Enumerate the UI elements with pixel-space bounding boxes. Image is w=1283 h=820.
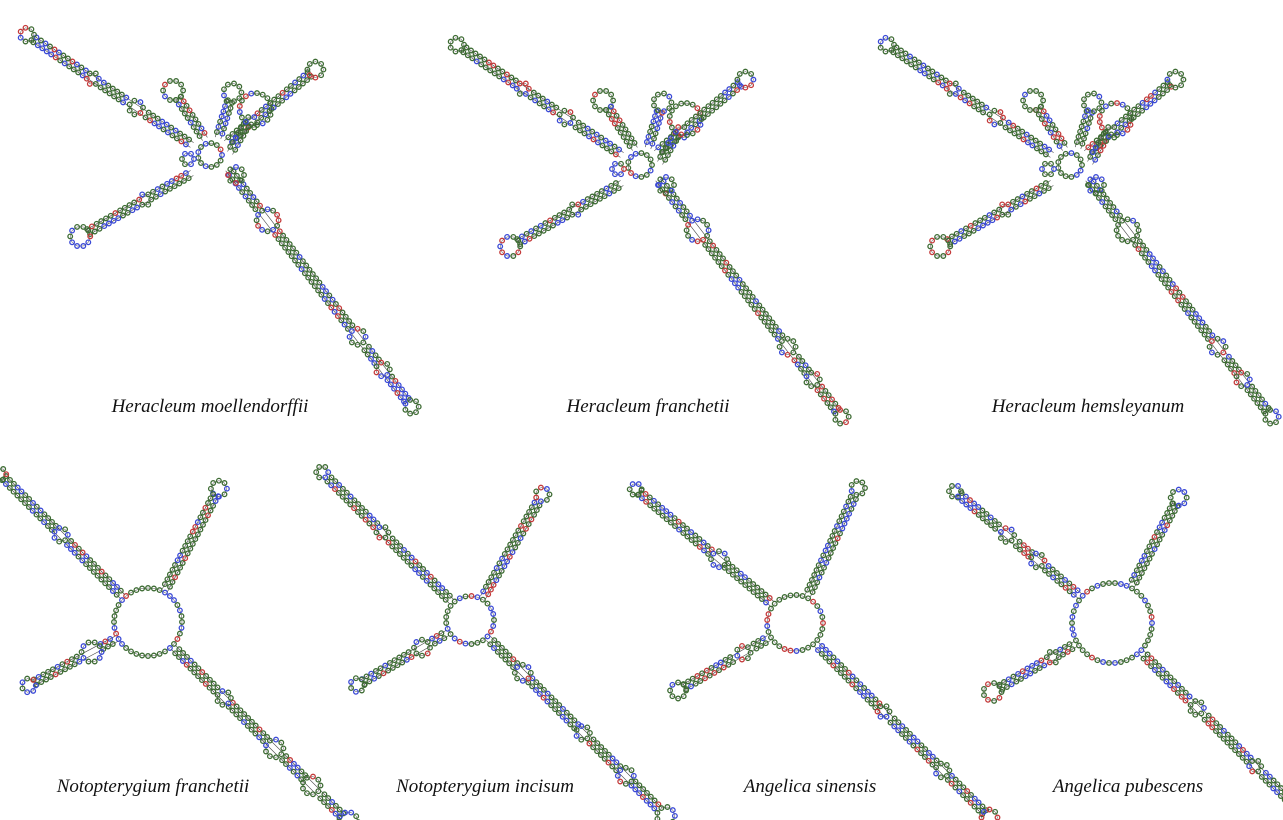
backbone-line	[822, 623, 823, 629]
backbone-line	[856, 481, 862, 482]
backbone-line	[182, 622, 183, 628]
backbone-line	[228, 84, 234, 85]
backbone-line	[1270, 422, 1276, 423]
backbone-line	[410, 400, 416, 401]
backbone-line	[1036, 554, 1042, 555]
backbone-line	[1103, 583, 1109, 584]
backbone-line	[1086, 181, 1266, 414]
label-heracleum-moellendorffii: Heracleum moellendorffii	[111, 396, 309, 417]
backbone-line	[142, 588, 148, 589]
backbone-line	[456, 38, 462, 39]
backbone-line	[59, 528, 65, 529]
backbone-line	[307, 793, 313, 794]
backbone-line	[822, 617, 823, 623]
nucleotide	[1207, 345, 1212, 350]
backbone-line	[27, 679, 33, 680]
structure-notopterygium-franchetii	[0, 467, 360, 820]
nucleotide	[321, 67, 326, 72]
backbone-line	[1088, 94, 1094, 95]
nucleotide	[838, 421, 843, 426]
backbone-line	[1270, 410, 1276, 411]
backbone-line	[230, 167, 410, 400]
backbone-line	[134, 101, 140, 102]
backbone-line	[356, 678, 362, 679]
structure-heracleum-moellendorffii	[18, 26, 421, 416]
nucleotide	[363, 335, 368, 340]
backbone-line	[226, 171, 406, 404]
backbone-line	[840, 422, 846, 423]
backbone-line	[541, 488, 547, 489]
backbone-line	[564, 111, 570, 112]
backbone-line	[222, 691, 228, 692]
backbone-line	[767, 614, 768, 620]
backbone-line	[988, 700, 994, 701]
backbone-line	[988, 683, 994, 684]
structure-angelica-sinensis	[627, 479, 999, 820]
backbone-line	[660, 177, 840, 410]
backbone-line	[886, 38, 892, 39]
backbone-line	[142, 656, 148, 657]
label-angelica-sinensis: Angelica sinensis	[742, 776, 876, 797]
backbone-line	[1103, 662, 1109, 663]
backbone-line	[856, 493, 862, 494]
backbone-line	[1115, 662, 1121, 663]
backbone-line	[641, 490, 774, 601]
backbone-line	[742, 658, 748, 659]
backbone-line	[472, 596, 478, 597]
backbone-line	[785, 595, 791, 597]
backbone-line	[1115, 583, 1121, 584]
backbone-line	[1006, 528, 1012, 529]
backbone-line	[941, 764, 947, 765]
backbone-line	[26, 28, 32, 29]
backbone-line	[148, 588, 154, 589]
backbone-line	[270, 740, 276, 741]
backbone-line	[148, 656, 154, 657]
nucleotide	[1114, 228, 1119, 233]
backbone-line	[541, 500, 547, 501]
backbone-line	[840, 410, 846, 411]
nucleotide	[743, 69, 748, 74]
backbone-line	[797, 650, 803, 651]
nucleotide	[276, 218, 281, 223]
backbone-line	[182, 616, 183, 622]
backbone-line	[270, 756, 276, 757]
backbone-line	[27, 691, 33, 692]
structure-angelica-pubescens	[947, 484, 1283, 820]
backbone-line	[581, 726, 587, 727]
backbone-line	[785, 649, 791, 651]
backbone-line	[658, 94, 664, 95]
backbone-line	[797, 595, 803, 596]
backbone-line	[114, 616, 115, 622]
label-heracleum-franchetii: Heracleum franchetii	[565, 396, 729, 417]
backbone-line	[742, 646, 748, 647]
backbone-line	[656, 181, 836, 414]
backbone-line	[1090, 177, 1270, 410]
label-angelica-pubescens: Angelica pubescens	[1051, 776, 1203, 797]
backbone-line	[356, 691, 362, 692]
nucleotide	[79, 650, 84, 655]
backbone-line	[994, 111, 1000, 112]
label-notopterygium-incisum: Notopterygium incisum	[395, 776, 574, 797]
backbone-line	[493, 614, 494, 620]
label-heracleum-hemsleyanum: Heracleum hemsleyanum	[991, 396, 1185, 417]
backbone-line	[493, 620, 494, 626]
backbone-line	[114, 622, 115, 628]
nucleotide	[281, 746, 286, 751]
structure-heracleum-franchetii	[448, 36, 851, 426]
label-notopterygium-franchetii: Notopterygium franchetii	[56, 776, 250, 797]
backbone-line	[1195, 701, 1201, 702]
backbone-line	[410, 412, 416, 413]
structure-heracleum-hemsleyanum	[878, 36, 1281, 426]
backbone-line	[472, 643, 478, 644]
backbone-line	[307, 777, 313, 778]
structure-notopterygium-incisum	[314, 465, 677, 820]
backbone-line	[661, 807, 667, 808]
backbone-line	[767, 626, 768, 632]
